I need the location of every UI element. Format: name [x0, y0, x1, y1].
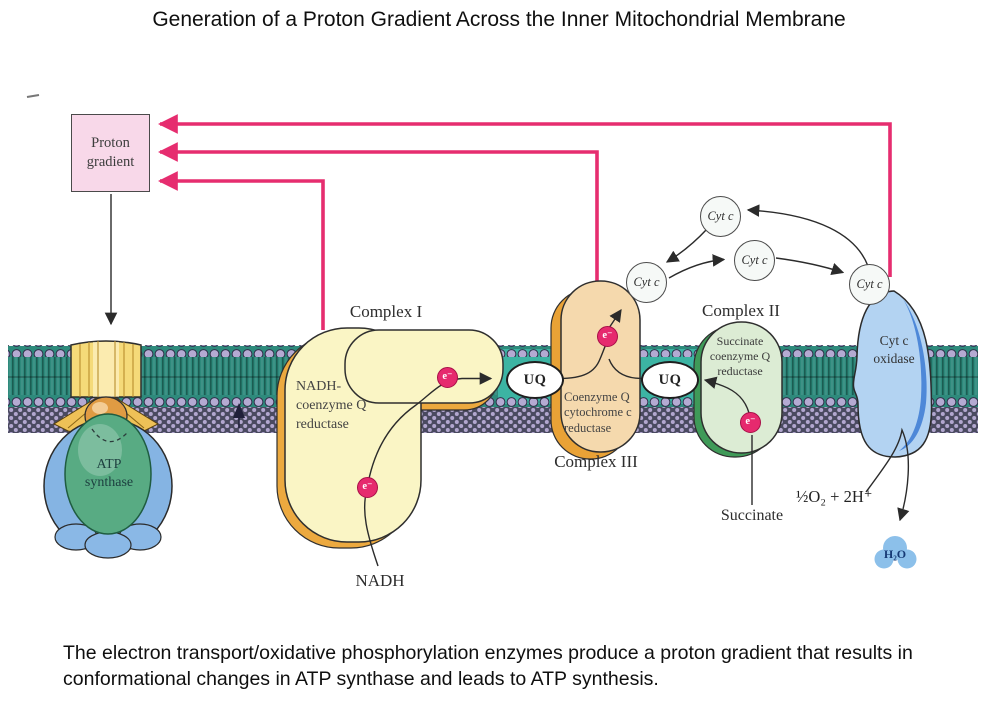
small-up-arrowhead [233, 403, 245, 418]
complex-3-enzyme-name: Coenzyme Q cytochrome c reductase [564, 390, 632, 435]
complex-2-label: Complex II [702, 301, 780, 320]
complex-2-enzyme-name: Succinate coenzyme Q reductase [709, 334, 771, 378]
atp-synthase-f1-green [64, 413, 152, 535]
stray-mark [26, 94, 40, 98]
proton-arrow-from-complex3 [158, 142, 599, 294]
atp-synthase-label: ATP synthase [84, 457, 134, 491]
complex-1-graphic [276, 327, 504, 549]
figure-caption: The electron transport/oxidative phospho… [63, 642, 913, 691]
oxygen-reduction-formula: ½O₂ + 2H⁺ [796, 487, 873, 506]
cytochrome-c-oxidase-graphic [852, 290, 933, 458]
cytochrome-c-middle: Cyt c [734, 240, 775, 281]
complex3-to-cytc-arrow [608, 308, 622, 329]
water-molecule-graphic [874, 536, 917, 569]
electron-badge-complex2: e⁻ [740, 412, 761, 433]
electron-badge-complex3: e⁻ [597, 326, 618, 347]
cytochrome-c-left: Cyt c [626, 262, 667, 303]
complex-1-enzyme-name: NADH- coenzyme Q reductase [296, 379, 367, 432]
ubiquinone-1: UQ [506, 361, 564, 399]
proton-arrow-from-oxidase [158, 114, 892, 277]
oxygen-to-water-arrow [865, 427, 910, 522]
nadh-label: NADH [355, 571, 405, 590]
complex-1-label: Complex I [349, 302, 423, 321]
cytochrome-c-top: Cyt c [700, 196, 741, 237]
cytc-arrow-middle-to-right [775, 257, 845, 275]
succinate-label: Succinate [720, 507, 784, 524]
cytc-arrow-right-to-top [746, 204, 869, 267]
figure-title: Generation of a Proton Gradient Across t… [152, 8, 846, 31]
electron-flow-paths [104, 194, 910, 567]
electron-badge-complex1-lower: e⁻ [357, 477, 378, 498]
atp-synthase-graphic [43, 340, 173, 559]
cytochrome-c-oxidase-label: Cyt c oxidase [873, 333, 915, 366]
complex-3-label: Complex III [554, 452, 638, 471]
ubiquinone-2: UQ [641, 361, 699, 399]
water-label: H₂O [883, 547, 907, 561]
proton-gradient-box: Proton gradient [71, 114, 150, 192]
membrane-inner-leaflet [8, 407, 978, 433]
cytochrome-c-right: Cyt c [849, 264, 890, 305]
nadh-to-uq-path [364, 372, 493, 567]
uq2-to-complex3-path [608, 358, 643, 380]
complex-2-graphic [693, 321, 783, 458]
electron-badge-complex1-arm: e⁻ [437, 367, 458, 388]
proton-arrow-from-complex1 [158, 171, 325, 330]
cytc-arrow-left-to-middle [668, 254, 726, 279]
succinate-to-uq-arrow [703, 376, 750, 414]
proton-pump-arrows [158, 114, 892, 330]
dashed-conformation-arc [91, 428, 128, 443]
cytc-arrow-top-to-left [665, 228, 708, 263]
